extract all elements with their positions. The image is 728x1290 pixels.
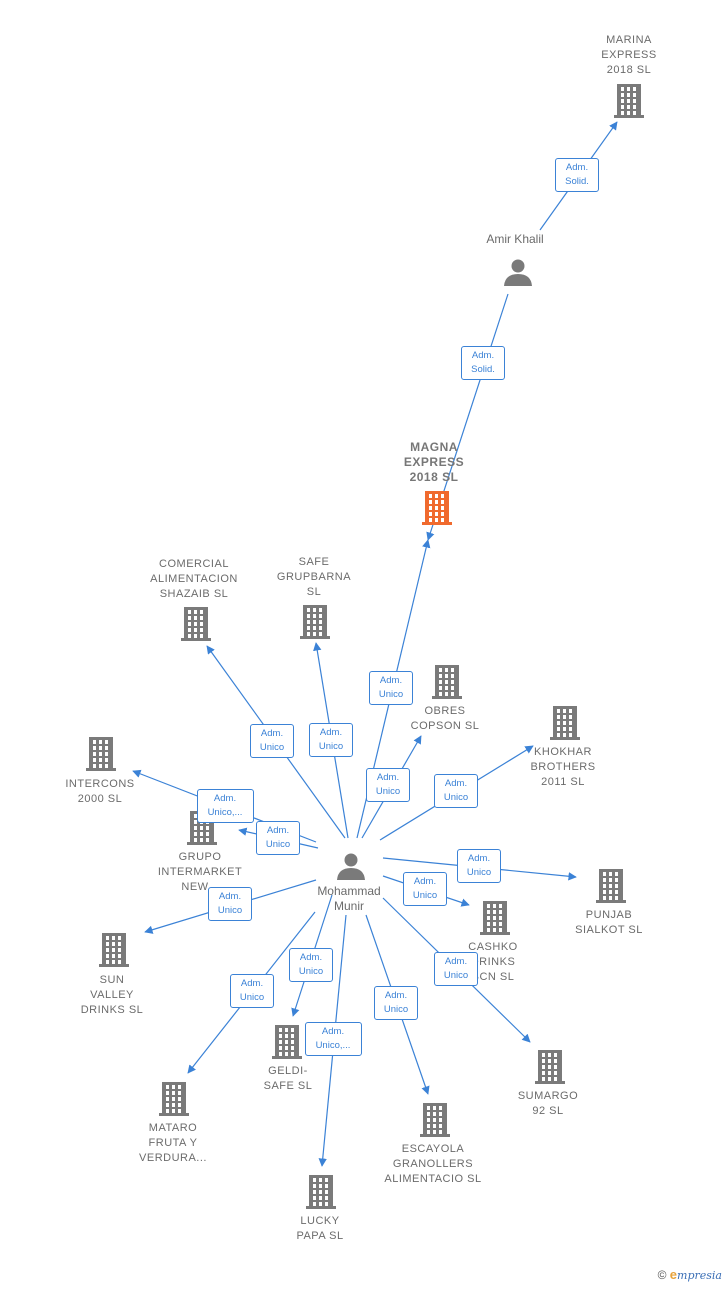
node-label-sumargo[interactable]: SUMARGO 92 SL xyxy=(517,1090,579,1117)
building-icon-comercial[interactable] xyxy=(181,607,211,641)
person-icon-amir[interactable] xyxy=(504,259,532,287)
relation-label-mohammad-mataro[interactable]: Adm. Unico xyxy=(230,974,274,1008)
brand-initial: e xyxy=(669,1267,678,1282)
relation-label-mohammad-khokhar[interactable]: Adm. Unico xyxy=(434,774,478,808)
node-label-geldi[interactable]: GELDI- SAFE SL xyxy=(263,1065,313,1092)
node-label-amir[interactable]: Amir Khalil xyxy=(486,232,544,246)
building-icon-escayola[interactable] xyxy=(420,1103,450,1137)
relation-label-mohammad-intercons[interactable]: Adm. Unico,... xyxy=(196,789,254,823)
building-icon-cashko[interactable] xyxy=(480,901,510,935)
node-label-khokhar[interactable]: KHOKHAR BROTHERS 2011 SL xyxy=(530,746,596,788)
node-label-intercons[interactable]: INTERCONS 2000 SL xyxy=(65,778,135,805)
building-icon-punjab[interactable] xyxy=(596,869,626,903)
brand-name: mpresia xyxy=(677,1269,722,1282)
relation-label-amir-magna[interactable]: Adm. Solid. xyxy=(461,346,505,380)
copyright-symbol: © xyxy=(657,1268,667,1282)
building-icon-sumargo[interactable] xyxy=(535,1050,565,1084)
building-icon-intercons[interactable] xyxy=(86,737,116,771)
relation-label-mohammad-lucky[interactable]: Adm. Unico,... xyxy=(304,1022,362,1056)
node-label-magna[interactable]: MAGNA EXPRESS 2018 SL xyxy=(403,440,465,484)
relation-label-amir-marina[interactable]: Adm. Solid. xyxy=(555,158,599,192)
icons-layer xyxy=(86,84,644,1209)
relation-label-mohammad-comercial[interactable]: Adm. Unico xyxy=(250,724,294,758)
relation-label-mohammad-geldi[interactable]: Adm. Unico xyxy=(289,948,333,982)
relation-label-mohammad-obres[interactable]: Adm. Unico xyxy=(366,768,410,802)
relation-label-mohammad-magna[interactable]: Adm. Unico xyxy=(369,671,413,705)
node-label-escayola[interactable]: ESCAYOLA GRANOLLERS ALIMENTACIO SL xyxy=(384,1143,482,1185)
node-label-marina[interactable]: MARINA EXPRESS 2018 SL xyxy=(601,34,657,76)
node-label-sun[interactable]: SUN VALLEY DRINKS SL xyxy=(80,974,144,1016)
relation-label-mohammad-sumargo[interactable]: Adm. Unico xyxy=(434,952,478,986)
building-icon-safe[interactable] xyxy=(300,605,330,639)
relation-label-mohammad-grupo[interactable]: Adm. Unico xyxy=(256,821,300,855)
building-icon-obres[interactable] xyxy=(432,665,462,699)
node-label-lucky[interactable]: LUCKY PAPA SL xyxy=(296,1215,344,1242)
relation-label-mohammad-cashko[interactable]: Adm. Unico xyxy=(403,872,447,906)
relation-label-mohammad-safe[interactable]: Adm. Unico xyxy=(309,723,353,757)
building-icon-khokhar[interactable] xyxy=(550,706,580,740)
node-label-safe[interactable]: SAFE GRUPBARNA SL xyxy=(276,556,352,598)
relation-label-mohammad-escayola[interactable]: Adm. Unico xyxy=(374,986,418,1020)
node-label-mohammad[interactable]: Mohammad Munir xyxy=(317,884,381,913)
building-icon-geldi[interactable] xyxy=(272,1025,302,1059)
building-icon-lucky[interactable] xyxy=(306,1175,336,1209)
node-label-mataro[interactable]: MATARO FRUTA Y VERDURA... xyxy=(139,1122,207,1164)
node-label-obres[interactable]: OBRES COPSON SL xyxy=(410,705,480,732)
relation-label-mohammad-sun[interactable]: Adm. Unico xyxy=(208,887,252,921)
node-label-punjab[interactable]: PUNJAB SIALKOT SL xyxy=(575,909,643,936)
building-icon-magna[interactable] xyxy=(422,491,452,525)
building-icon-marina[interactable] xyxy=(614,84,644,118)
building-icon-mataro[interactable] xyxy=(159,1082,189,1116)
person-icon-mohammad[interactable] xyxy=(337,853,365,881)
node-label-grupo[interactable]: GRUPO INTERMARKET NEW... xyxy=(157,851,243,893)
node-label-comercial[interactable]: COMERCIAL ALIMENTACION SHAZAIB SL xyxy=(150,558,238,600)
building-icon-sun[interactable] xyxy=(99,933,129,967)
footer-brand[interactable]: © empresia xyxy=(658,1267,722,1282)
relation-label-mohammad-punjab[interactable]: Adm. Unico xyxy=(457,849,501,883)
